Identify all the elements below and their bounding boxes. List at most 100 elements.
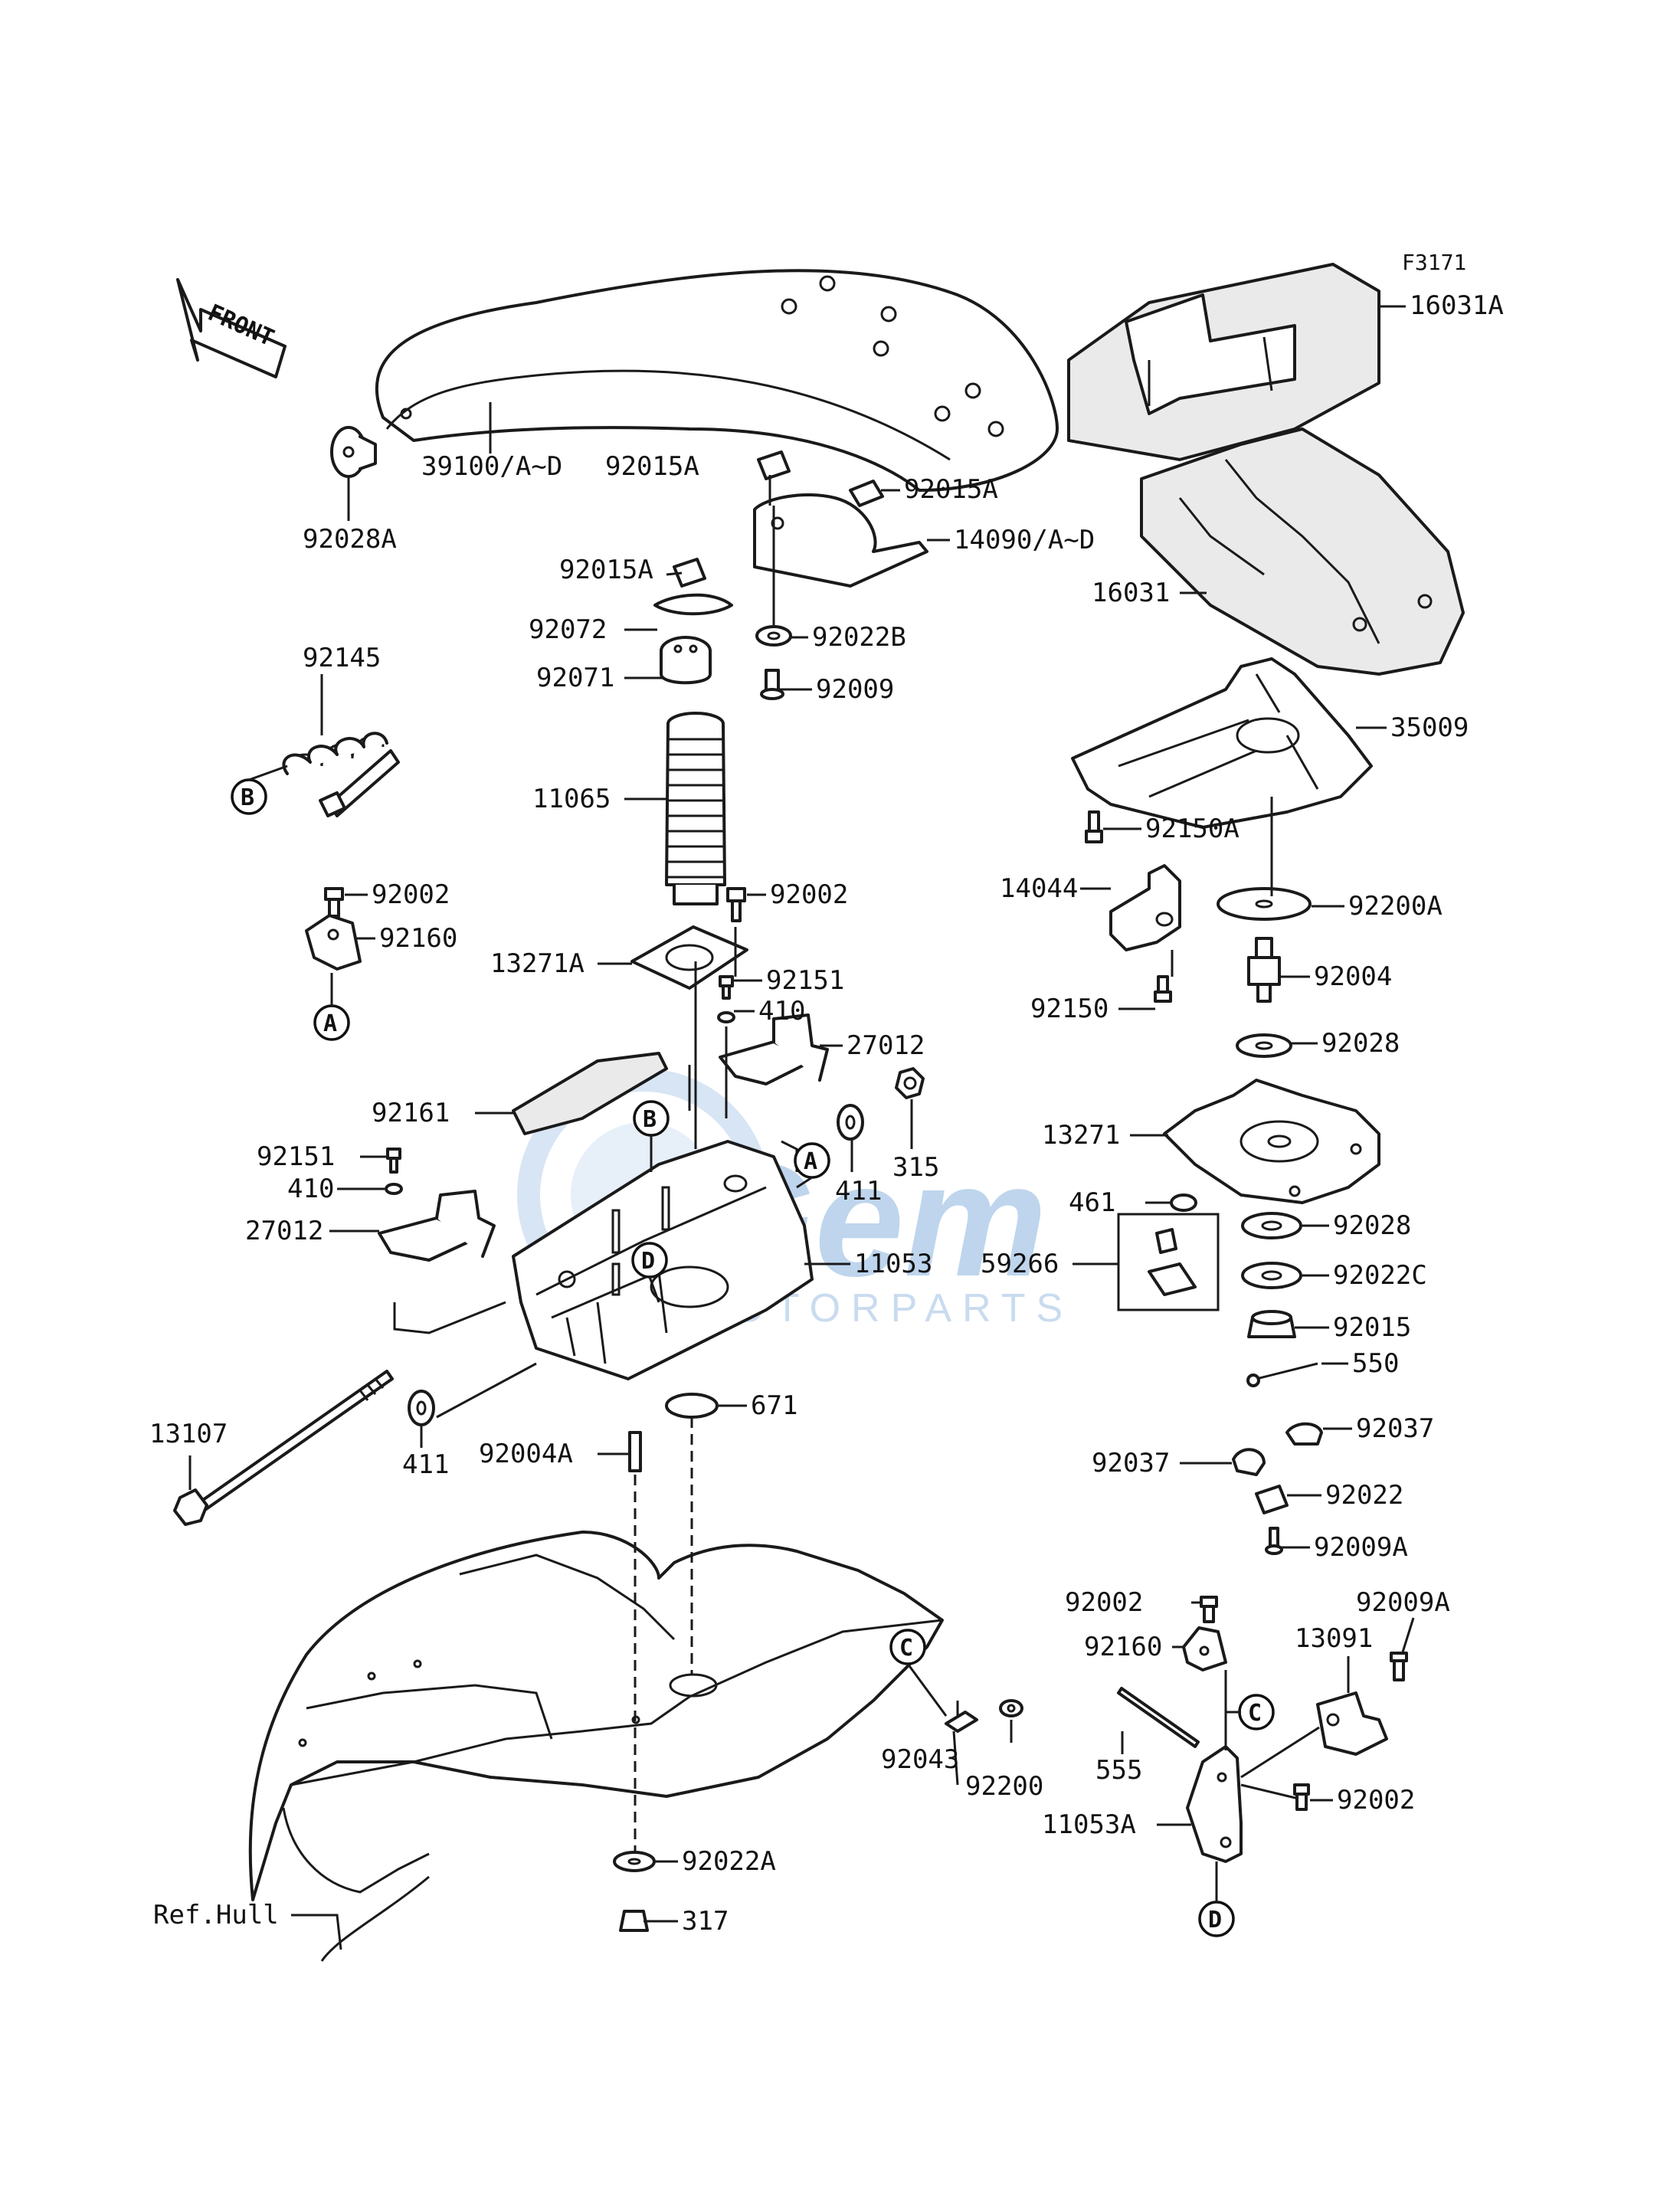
washer-92200 <box>999 1699 1023 1717</box>
callout-11053A: 11053A <box>1042 1809 1136 1840</box>
callout-14044: 14044 <box>1000 873 1078 904</box>
clamp-92037-b <box>1232 1448 1266 1476</box>
callout-92004A: 92004A <box>479 1439 573 1469</box>
callout-410-2: 410 <box>287 1174 334 1204</box>
callout-92200A: 92200A <box>1348 891 1443 922</box>
stud-92004 <box>1247 937 1281 1003</box>
callout-92009: 92009 <box>816 674 894 705</box>
hood-cover <box>375 269 1059 492</box>
callout-92161: 92161 <box>372 1098 450 1128</box>
ref-marker-B-left: B <box>231 778 267 815</box>
callout-315: 315 <box>892 1152 939 1183</box>
callout-411-2: 411 <box>402 1449 449 1480</box>
stud-92004A <box>628 1431 642 1472</box>
callout-92028-1: 92028 <box>1321 1028 1400 1059</box>
callout-92015A-2: 92015A <box>904 474 998 505</box>
bracket-14044 <box>1109 864 1181 951</box>
bolt-92002-a <box>726 887 746 922</box>
washer-411-b <box>408 1390 435 1426</box>
foam-16031 <box>1140 427 1465 676</box>
clamp-92037-a <box>1285 1422 1323 1446</box>
callout-13271: 13271 <box>1042 1120 1120 1151</box>
callout-461: 461 <box>1069 1187 1115 1218</box>
kit-59266 <box>1117 1213 1220 1311</box>
callout-550: 550 <box>1352 1348 1399 1379</box>
clip-92022 <box>1255 1485 1289 1514</box>
callout-11053: 11053 <box>854 1249 932 1279</box>
callout-92002-3: 92002 <box>1065 1587 1143 1618</box>
front-arrow-icon: FRONT <box>176 278 287 378</box>
ref-marker-C-low: C <box>1238 1694 1275 1730</box>
callout-27012-1: 27012 <box>847 1030 925 1061</box>
callout-92002-4: 92002 <box>1337 1785 1415 1816</box>
callout-92002-1: 92002 <box>372 879 450 910</box>
callout-92022: 92022 <box>1325 1480 1403 1511</box>
ref-marker-D-mid: D <box>631 1242 668 1279</box>
washer-92200A <box>1217 887 1312 921</box>
ref-marker-D-low: D <box>1198 1901 1235 1937</box>
callout-92150A: 92150A <box>1145 814 1240 844</box>
boot-11065 <box>665 712 726 905</box>
bracket-27012-a <box>719 1013 829 1085</box>
callout-92009A-2: 92009A <box>1356 1587 1450 1618</box>
callout-11065: 11065 <box>532 784 611 814</box>
nut-317 <box>619 1910 649 1932</box>
plate-13271 <box>1163 1079 1380 1204</box>
callout-13107: 13107 <box>149 1419 228 1449</box>
mount-35009 <box>1071 657 1373 829</box>
guide-lines <box>393 506 1320 1854</box>
callout-92037-2: 92037 <box>1092 1448 1170 1478</box>
callout-35009: 35009 <box>1390 712 1469 743</box>
clip-92015A-a <box>757 450 791 480</box>
callout-92015: 92015 <box>1333 1312 1411 1343</box>
callout-92200: 92200 <box>965 1771 1043 1802</box>
callout-410-1: 410 <box>758 996 805 1026</box>
callout-92145: 92145 <box>303 643 381 673</box>
ref-marker-text: C <box>1248 1700 1262 1727</box>
ref-marker-C-right: C <box>889 1629 926 1665</box>
ref-marker-text: D <box>641 1248 655 1275</box>
pin-550 <box>1246 1362 1318 1387</box>
washer-461 <box>1170 1193 1197 1212</box>
screw-92150 <box>1154 975 1172 1003</box>
callout-13091: 13091 <box>1295 1623 1373 1654</box>
callout-92028A: 92028A <box>303 524 397 555</box>
figure-code: F3171 <box>1402 250 1466 275</box>
bracket-92160-b <box>1182 1626 1227 1671</box>
bolt-92002-b <box>324 887 344 918</box>
callout-92071: 92071 <box>536 663 614 693</box>
nut-315 <box>895 1067 925 1099</box>
screw-92150A <box>1085 810 1103 843</box>
callout-92015A-3: 92015A <box>559 555 653 585</box>
washer-410-a <box>717 1011 735 1023</box>
foam-block-16031A <box>1067 263 1380 461</box>
pin-555 <box>1117 1687 1200 1748</box>
washer-92022A <box>613 1851 656 1872</box>
nut-92015 <box>1247 1310 1296 1338</box>
washer-92028-b <box>1241 1212 1302 1239</box>
bolt-92002-c <box>1200 1596 1218 1623</box>
washer-411-a <box>837 1104 864 1141</box>
callout-411-1: 411 <box>835 1176 882 1207</box>
clip-92015A-b <box>849 480 884 507</box>
callout-92028-2: 92028 <box>1333 1210 1411 1241</box>
callout-92151-1: 92151 <box>766 965 844 996</box>
callout-92009A-1: 92009A <box>1314 1532 1408 1563</box>
pad-92161 <box>512 1052 668 1135</box>
ref-marker-text: A <box>804 1148 817 1175</box>
callout-92022A: 92022A <box>682 1846 776 1877</box>
o-ring-671 <box>665 1393 719 1419</box>
callout-labels: 16031A 39100/A~D 92028A 92015A 92015A 14… <box>149 290 1504 1937</box>
washer-92028-a <box>1236 1033 1292 1058</box>
callout-92043: 92043 <box>881 1744 959 1775</box>
callout-92160-1: 92160 <box>379 923 457 954</box>
callout-92037-1: 92037 <box>1356 1413 1434 1444</box>
screw-92009A-a <box>1265 1527 1283 1555</box>
washer-92022B <box>755 625 792 647</box>
band-92072 <box>653 593 733 616</box>
ref-marker-text: B <box>643 1106 657 1133</box>
bolt-92002-d <box>1293 1783 1310 1811</box>
bracket-13091 <box>1316 1691 1388 1756</box>
long-bolt-13107 <box>173 1370 394 1526</box>
